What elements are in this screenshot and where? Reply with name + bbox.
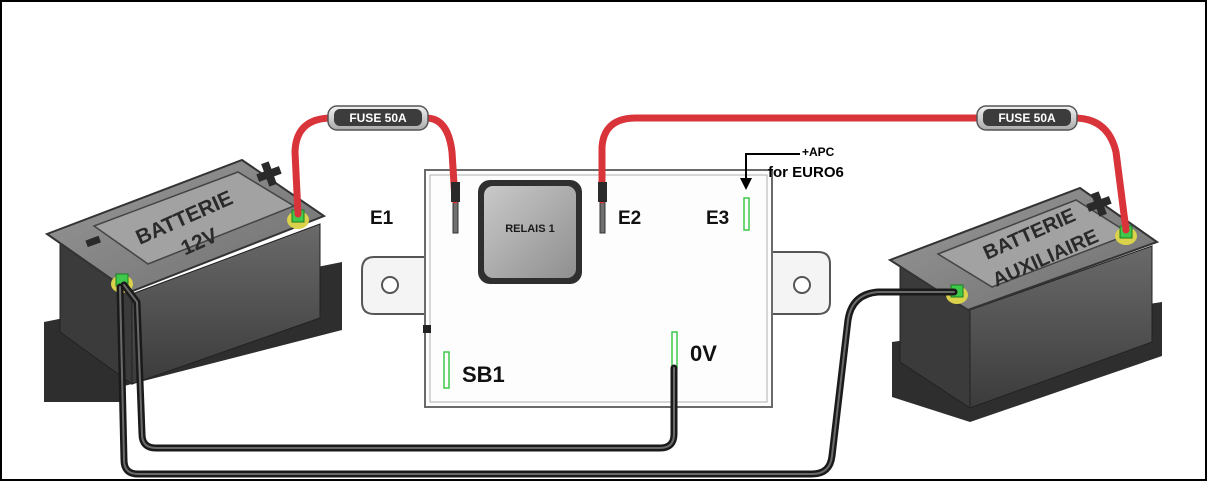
apc-arrow-head [740,178,752,190]
mount-hole-right [793,276,811,294]
label-e1: E1 [370,208,394,229]
label-0v: 0V [690,341,717,366]
plus-icon [1086,191,1112,217]
relay-label: RELAIS 1 [505,223,555,235]
wire-sheath-e1 [451,182,460,202]
negative-wires [116,281,958,478]
apc-annotation: +APC for EURO6 [740,145,844,190]
wire-ground-link-highlight [119,286,955,475]
terminal-slot-0v [671,331,678,369]
fuse-right-label: FUSE 50A [998,111,1056,125]
terminal-slot-e3 [743,197,750,231]
label-e3: E3 [706,208,729,229]
wire-ground-0v-highlight [123,284,675,449]
battery-aux-front [969,245,1153,409]
positive-wires [291,114,1130,234]
plus-icon [256,161,282,187]
fuse-left-label: FUSE 50A [349,111,407,125]
battery-main: BATTERIE 12V [44,158,342,402]
apc-sublabel: for EURO6 [768,164,844,181]
fuse-right: FUSE 50A [976,105,1078,131]
mount-hole-left [381,276,399,294]
relay-cover [484,186,576,278]
apc-label: +APC [802,145,835,159]
fuse-left: FUSE 50A [327,105,429,131]
label-sb1: SB1 [462,362,505,387]
battery-main-front [131,223,321,385]
battery-main-lid [92,171,296,265]
wire-aux-positive [1070,114,1130,234]
label-e2: E2 [618,208,641,229]
wire-sheath-e2 [598,182,607,202]
fuse-right-band [983,109,1071,126]
apc-arrow-line [745,153,800,180]
module-marker [423,325,431,333]
wire-main-positive [291,114,336,218]
terminal-slot-sb1 [443,351,450,389]
relay-module: RELAIS 1 E1 E2 E3 SB1 0V [361,169,831,408]
battery-aux: BATTERIE AUXILIAIRE [887,186,1162,422]
wire-e2 [598,114,984,204]
wire-e1 [422,114,459,204]
fuse-left-band [334,109,422,126]
minus-icon [85,235,101,248]
